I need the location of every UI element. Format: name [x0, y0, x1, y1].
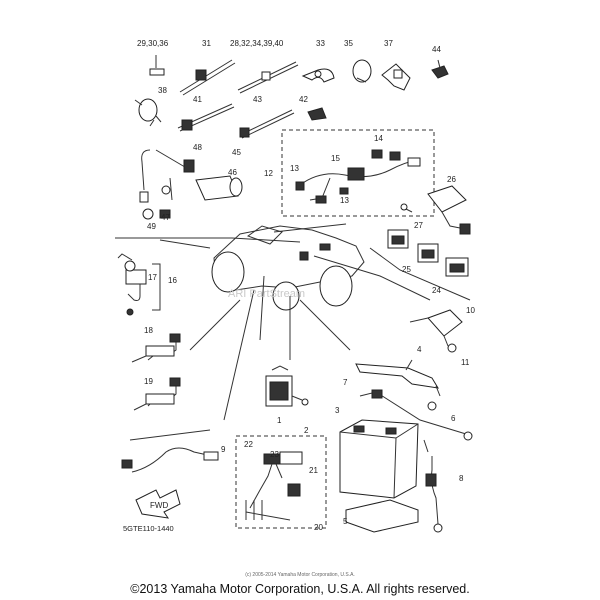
- copyright-footer: ©2013 Yamaha Motor Corporation, U.S.A. A…: [130, 582, 470, 596]
- part-cable-tie-29: [149, 55, 165, 76]
- part-battery-lead-8: [423, 439, 443, 533]
- label-42: 42: [299, 95, 308, 104]
- part-regulator-10: [409, 309, 463, 353]
- part-relays-24-25: [387, 229, 469, 277]
- label-13-lower: 13: [340, 196, 349, 205]
- part-sub-harness-12: [295, 149, 421, 204]
- label-23: 23: [270, 450, 279, 459]
- part-band-38: [134, 98, 162, 127]
- label-12: 12: [264, 169, 273, 178]
- label-26: 26: [447, 175, 456, 184]
- fwd-arrow-icon: FWD: [135, 489, 181, 519]
- part-handlebar-switch-45: [139, 149, 243, 220]
- label-14: 14: [374, 134, 383, 143]
- label-17: 17: [148, 273, 157, 282]
- label-38: 38: [158, 86, 167, 95]
- callout-labels: 29,30,36 31 28,32,34,39,40 33 35 37 44 3…: [137, 39, 475, 532]
- label-11: 11: [461, 358, 470, 367]
- label-28-32-34-39-40: 28,32,34,39,40: [230, 39, 284, 48]
- part-cable-tie-41: [177, 103, 235, 132]
- label-8: 8: [459, 474, 464, 483]
- part-clip-44: [431, 59, 449, 79]
- part-bracket-37: [381, 63, 411, 91]
- small-copyright: (c) 2005-2014 Yamaha Motor Corporation, …: [245, 572, 355, 578]
- label-6: 6: [451, 414, 456, 423]
- part-cable-tie-43: [239, 109, 295, 139]
- label-24: 24: [432, 286, 441, 295]
- part-harness-20-23: [245, 451, 303, 521]
- part-relay-26: [400, 185, 471, 235]
- leader-lines: [115, 223, 471, 441]
- label-19: 19: [144, 377, 153, 386]
- label-48: 48: [193, 143, 202, 152]
- part-sensor-19: [133, 377, 181, 411]
- label-2: 2: [304, 426, 309, 435]
- label-18: 18: [144, 326, 153, 335]
- part-cable-tie-28: [237, 61, 299, 94]
- label-15: 15: [331, 154, 340, 163]
- label-9: 9: [221, 445, 226, 454]
- part-battery-3: [339, 419, 419, 499]
- atv-vehicle-outline: [211, 225, 365, 311]
- label-49: 49: [147, 222, 156, 231]
- label-43: 43: [253, 95, 262, 104]
- label-46: 46: [228, 168, 237, 177]
- label-13-upper: 13: [290, 164, 299, 173]
- label-7: 7: [343, 378, 348, 387]
- label-45: 45: [232, 148, 241, 157]
- dashed-box-harness: [235, 435, 327, 529]
- watermark: ARI PartStream: [228, 288, 306, 300]
- label-44: 44: [432, 45, 441, 54]
- label-47: 47: [161, 213, 170, 222]
- label-16: 16: [168, 276, 177, 285]
- part-battery-pad-5: [345, 499, 419, 533]
- label-20: 20: [314, 523, 323, 532]
- label-22: 22: [244, 440, 253, 449]
- label-21: 21: [309, 466, 318, 475]
- label-33: 33: [316, 39, 325, 48]
- part-battery-lead-7: [359, 389, 473, 441]
- label-25: 25: [402, 265, 411, 274]
- part-starter-relay-1: [265, 365, 309, 407]
- label-41: 41: [193, 95, 202, 104]
- label-27: 27: [414, 221, 423, 230]
- part-battery-band-4: [355, 359, 441, 411]
- diagram-part-number: 5GTE110-1440: [123, 524, 174, 533]
- label-31: 31: [202, 39, 211, 48]
- label-35: 35: [344, 39, 353, 48]
- label-4: 4: [417, 345, 422, 354]
- label-5: 5: [343, 517, 348, 526]
- label-29-30-36: 29,30,36: [137, 39, 169, 48]
- label-10: 10: [466, 306, 475, 315]
- part-sensor-18: [131, 333, 181, 363]
- fwd-label: FWD: [150, 501, 168, 510]
- label-3: 3: [335, 406, 340, 415]
- part-grommet-35: [352, 59, 372, 83]
- part-cable-tie-31: [179, 59, 236, 96]
- label-37: 37: [384, 39, 393, 48]
- part-main-switch-17: [117, 253, 161, 316]
- part-clamp-33: [301, 68, 335, 83]
- label-1: 1: [277, 416, 282, 425]
- part-wire-9: [121, 447, 219, 473]
- part-clamp-42: [307, 107, 327, 121]
